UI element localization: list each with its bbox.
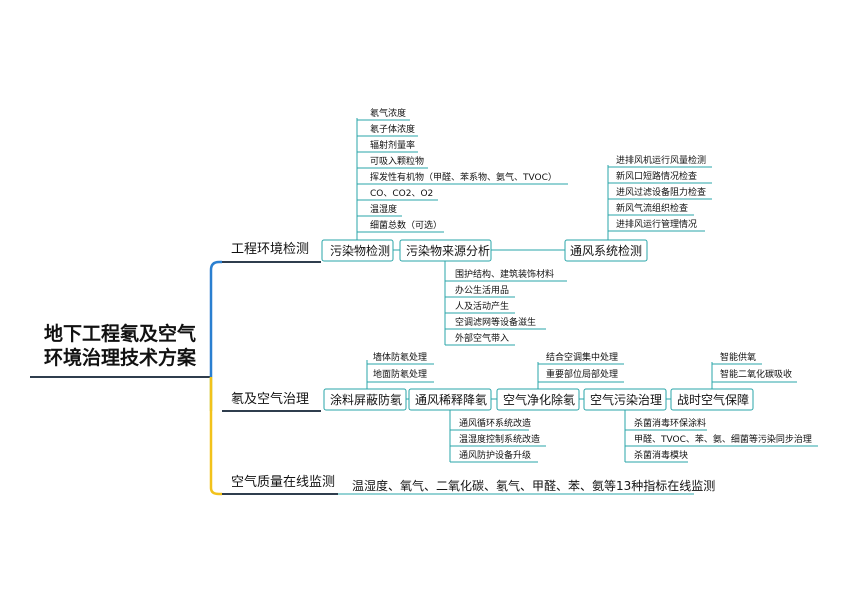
node-pollutant-source-analysis: 污染物来源分析 bbox=[406, 244, 491, 258]
node-pollutant-detection: 污染物检测 bbox=[330, 244, 391, 258]
leaf-detection-4: 挥发性有机物（甲醛、苯系物、氨气、TVOC） bbox=[370, 173, 557, 183]
node-air-purification: 空气净化除氡 bbox=[503, 393, 576, 407]
node-wartime-air-support: 战时空气保障 bbox=[677, 393, 750, 407]
leaf-source-0: 围护结构、建筑装饰材料 bbox=[455, 270, 555, 280]
leaf-dilution-2: 通风防护设备升级 bbox=[459, 451, 532, 461]
leaf-source-4: 外部空气带入 bbox=[455, 334, 510, 344]
online-monitoring-indicators: 温湿度、氧气、二氧化碳、氡气、甲醛、苯、氨等13种指标在线监测 bbox=[352, 479, 716, 493]
leaf-ventilation-4: 进排风运行管理情况 bbox=[616, 220, 698, 230]
leaf-detection-2: 辐射剂量率 bbox=[370, 141, 416, 151]
leaf-source-2: 人及活动产生 bbox=[455, 302, 510, 312]
trunk-branch-1 bbox=[209, 260, 222, 377]
leaf-detection-5: CO、CO2、O2 bbox=[370, 189, 434, 199]
node-ventilation-dilution: 通风稀释降氡 bbox=[415, 393, 488, 407]
leaf-ventilation-3: 新风气流组织检查 bbox=[616, 204, 689, 214]
leaf-ventilation-1: 新风口短路情况检查 bbox=[616, 172, 698, 182]
root-title-line2: 环境治理技术方案 bbox=[43, 347, 196, 369]
root-title: 地下工程氡及空气 环境治理技术方案 bbox=[40, 322, 200, 370]
leaf-detection-3: 可吸入颗粒物 bbox=[370, 157, 425, 167]
leaf-detection-7: 细菌总数（可选） bbox=[370, 221, 443, 231]
root-title-line1: 地下工程氡及空气 bbox=[43, 323, 196, 345]
leaf-pollution-2: 杀菌消毒模块 bbox=[634, 451, 689, 461]
leaf-dilution-0: 通风循环系统改造 bbox=[459, 419, 532, 429]
leaf-purification-1: 重要部位局部处理 bbox=[546, 370, 619, 380]
leaf-purification-0: 结合空调集中处理 bbox=[546, 353, 619, 363]
node-pollution-treatment: 空气污染治理 bbox=[590, 393, 663, 407]
leaf-detection-0: 氡气浓度 bbox=[370, 109, 407, 119]
branch-radon-air-treatment: 氡及空气治理 bbox=[231, 392, 310, 407]
leaf-ventilation-0: 进排风机运行风量检测 bbox=[616, 156, 707, 166]
leaf-coating-1: 地面防氡处理 bbox=[373, 370, 428, 380]
leaf-detection-1: 氡子体浓度 bbox=[370, 125, 416, 135]
leaf-wartime-1: 智能二氧化碳吸收 bbox=[720, 370, 793, 380]
trunk-branch-3 bbox=[209, 377, 222, 496]
node-coating-shielding: 涂料屏蔽防氡 bbox=[330, 393, 403, 407]
leaf-ventilation-2: 进风过滤设备阻力检查 bbox=[616, 188, 707, 198]
leaf-dilution-1: 温湿度控制系统改造 bbox=[459, 435, 541, 445]
leaf-source-3: 空调滤网等设备滋生 bbox=[455, 318, 537, 328]
leaf-pollution-0: 杀菌消毒环保涂料 bbox=[634, 419, 707, 429]
node-ventilation-detection: 通风系统检测 bbox=[570, 244, 643, 258]
leaf-wartime-0: 智能供氧 bbox=[720, 353, 757, 363]
leaf-coating-0: 墙体防氡处理 bbox=[373, 353, 428, 363]
leaf-detection-6: 温湿度 bbox=[370, 205, 398, 215]
branch-online-monitoring: 空气质量在线监测 bbox=[231, 475, 336, 490]
leaf-pollution-1: 甲醛、TVOC、苯、氨、细菌等污染同步治理 bbox=[634, 435, 812, 445]
leaf-source-1: 办公生活用品 bbox=[455, 286, 510, 296]
branch-engineering-detection: 工程环境检测 bbox=[231, 242, 310, 257]
